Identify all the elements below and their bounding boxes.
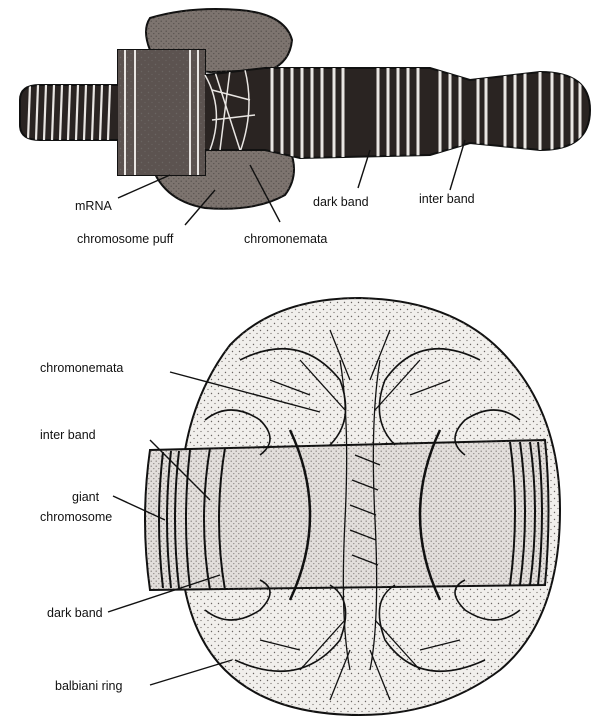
label-chromosome-puff: chromosome puff — [77, 232, 174, 246]
label-dark-band-top: dark band — [313, 195, 369, 209]
top-chromosome-diagram: mRNA chromosome puff chromonemata dark b… — [20, 9, 590, 246]
bottom-balbiani-diagram: chromonemata inter band giant chromosome… — [40, 298, 560, 715]
label-chromonemata-bottom: chromonemata — [40, 361, 123, 375]
label-chromosome-bottom: chromosome — [40, 510, 112, 524]
label-inter-band-bottom: inter band — [40, 428, 96, 442]
label-dark-band-bottom: dark band — [47, 606, 103, 620]
label-balbiani-ring: balbiani ring — [55, 679, 122, 693]
label-giant: giant — [72, 490, 100, 504]
label-mrna: mRNA — [75, 199, 112, 213]
label-chromonemata-top: chromonemata — [244, 232, 327, 246]
label-inter-band-top: inter band — [419, 192, 475, 206]
